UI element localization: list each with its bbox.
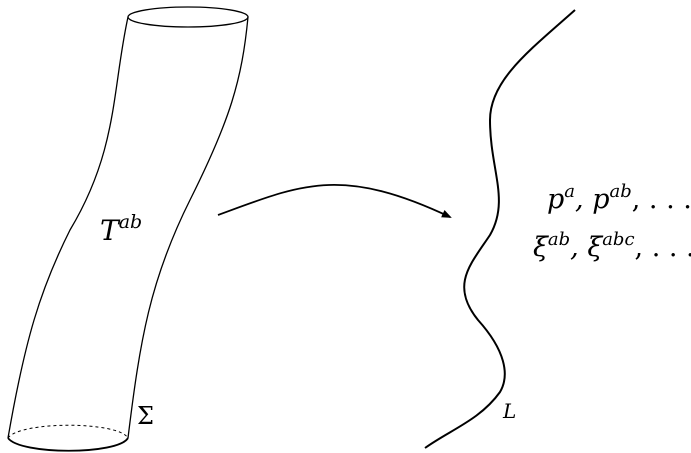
tube-top-cap — [127, 6, 249, 28]
dipole-moments: ξab, ξabc, . . . — [533, 229, 691, 263]
momentum-moments: pa, pab, . . . — [547, 181, 691, 215]
tube-right-side — [127, 16, 249, 439]
tube-bottom-front — [7, 437, 129, 452]
hypersurface-label: Σ — [137, 402, 154, 430]
tube-left-side — [7, 16, 129, 439]
map-arrow — [217, 184, 452, 218]
stress-tensor-label: Tab — [100, 211, 142, 247]
worldline-curve — [424, 9, 576, 449]
worldline-label: L — [502, 399, 516, 423]
tube-bottom-back — [7, 424, 129, 439]
world-tube — [7, 6, 249, 452]
